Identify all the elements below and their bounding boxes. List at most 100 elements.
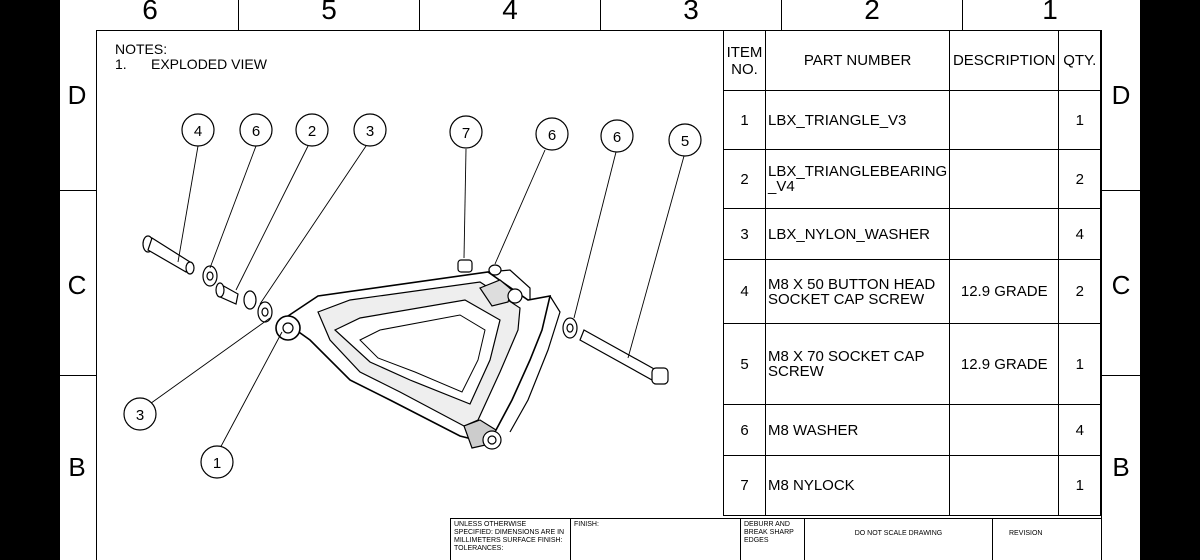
bom-cell-qty: 2 <box>1058 259 1102 324</box>
notes-heading: NOTES: <box>115 41 168 57</box>
bom-header-qty: QTY. <box>1058 30 1102 91</box>
bom-cell-item: 7 <box>723 455 766 516</box>
zone-column-label: 4 <box>502 0 518 25</box>
bom-cell-part-number: LBX_TRIANGLEBEARING _V4 <box>764 149 951 209</box>
bom-row: 4 M8 X 50 BUTTON HEAD SOCKET CAP SCREW 1… <box>723 259 1102 324</box>
bom-cell-part-number: M8 X 50 BUTTON HEAD SOCKET CAP SCREW <box>764 259 951 324</box>
svg-text:6: 6 <box>252 123 260 140</box>
zone-row-label-right: D <box>1111 80 1131 110</box>
balloon: 5 <box>668 123 702 157</box>
bom-cell-qty: 1 <box>1058 323 1102 405</box>
balloon: 3 <box>353 113 387 147</box>
note-number: 1. <box>115 56 127 72</box>
zone-column-label: 5 <box>321 0 337 25</box>
zone-column-label: 6 <box>142 0 158 25</box>
bom-cell-item: 6 <box>723 404 766 456</box>
zone-tick <box>781 0 782 30</box>
note-item: 1. EXPLODED VIEW <box>115 57 267 72</box>
zone-tick <box>238 0 239 30</box>
bom-cell-qty: 1 <box>1058 455 1102 516</box>
exploded-view-drawing: 4 6 2 3 7 6 6 5 3 1 <box>123 113 702 479</box>
bom-cell-part-number: M8 WASHER <box>764 404 951 456</box>
bom-cell-description: 12.9 GRADE <box>949 323 1060 405</box>
leader-lines <box>146 145 685 453</box>
balloon: 6 <box>239 113 273 147</box>
svg-text:3: 3 <box>366 123 374 140</box>
nylon-washer-3-illustration <box>243 290 257 310</box>
zone-row-label-right: B <box>1112 452 1130 482</box>
triangle-part-illustration <box>275 269 561 449</box>
bom-cell-item: 3 <box>723 208 766 260</box>
balloon: 2 <box>295 113 329 147</box>
zone-row-label-left: C <box>67 270 87 300</box>
zone-tick <box>60 190 96 191</box>
balloon: 1 <box>200 445 234 479</box>
bom-cell-qty: 4 <box>1058 208 1102 260</box>
balloon: 6 <box>600 119 634 153</box>
bom-cell-item: 4 <box>723 259 766 324</box>
bom-cell-description: 12.9 GRADE <box>949 259 1060 324</box>
nylock-7-illustration <box>457 259 473 273</box>
title-block: UNLESS OTHERWISE SPECIFIED: DIMENSIONS A… <box>450 518 1102 560</box>
bom-cell-qty: 1 <box>1058 90 1102 150</box>
zone-column-label: 3 <box>683 0 699 25</box>
svg-text:1: 1 <box>213 455 221 472</box>
screw-5-illustration <box>579 329 669 385</box>
title-block-revision: REVISION <box>992 518 1102 560</box>
balloon: 7 <box>449 115 483 149</box>
bom-cell-part-number: M8 X 70 SOCKET CAP SCREW <box>764 323 951 405</box>
bom-row: 5 M8 X 70 SOCKET CAP SCREW 12.9 GRADE 1 <box>723 323 1102 405</box>
svg-text:4: 4 <box>194 123 202 140</box>
svg-text:6: 6 <box>548 127 556 144</box>
note-text: EXPLODED VIEW <box>151 56 267 72</box>
bom-cell-qty: 4 <box>1058 404 1102 456</box>
drawing-border <box>96 30 1102 560</box>
title-block-tolerance-note: UNLESS OTHERWISE SPECIFIED: DIMENSIONS A… <box>450 518 570 560</box>
balloon: 4 <box>181 113 215 147</box>
bom-cell-description <box>949 149 1060 209</box>
balloon: 3 <box>123 397 157 431</box>
zone-tick <box>419 0 420 30</box>
title-block-finish: FINISH: <box>570 518 740 560</box>
bom-cell-description <box>949 90 1060 150</box>
svg-text:5: 5 <box>681 133 689 150</box>
zone-tick <box>1102 375 1140 376</box>
title-block-do-not-scale: DO NOT SCALE DRAWING <box>804 518 992 560</box>
bom-cell-part-number: M8 NYLOCK <box>764 455 951 516</box>
zone-row-label-right: C <box>1111 270 1131 300</box>
bom-row: 1 LBX_TRIANGLE_V3 1 <box>723 90 1102 150</box>
bom-cell-item: 2 <box>723 149 766 209</box>
zone-row-label-left: B <box>68 452 86 482</box>
bom-row: 7 M8 NYLOCK 1 <box>723 455 1102 516</box>
washer-6-top-illustration <box>488 264 502 276</box>
svg-text:7: 7 <box>462 125 470 142</box>
bom-header-description: DESCRIPTION <box>949 30 1060 91</box>
bom-header-row: ITEM NO. PART NUMBER DESCRIPTION QTY. <box>723 30 1102 91</box>
svg-text:3: 3 <box>136 407 144 424</box>
bom-cell-part-number: LBX_NYLON_WASHER <box>764 208 951 260</box>
bom-cell-part-number: LBX_TRIANGLE_V3 <box>764 90 951 150</box>
zone-tick <box>60 375 96 376</box>
zone-column-label: 2 <box>864 0 880 25</box>
bom-row: 2 LBX_TRIANGLEBEARING _V4 2 <box>723 149 1102 209</box>
bom-header-item: ITEM NO. <box>723 30 766 91</box>
bom-cell-description <box>949 404 1060 456</box>
zone-tick <box>962 0 963 30</box>
zone-tick <box>600 0 601 30</box>
zone-column-label: 1 <box>1042 0 1058 25</box>
bom-cell-description <box>949 208 1060 260</box>
bom-cell-item: 5 <box>723 323 766 405</box>
title-block-deburr: DEBURR AND BREAK SHARP EDGES <box>740 518 804 560</box>
svg-text:2: 2 <box>308 123 316 140</box>
notes-block: NOTES: 1. EXPLODED VIEW <box>115 42 267 72</box>
bom-cell-item: 1 <box>723 90 766 150</box>
bom-header-part-number: PART NUMBER <box>764 30 951 91</box>
bom-row: 3 LBX_NYLON_WASHER 4 <box>723 208 1102 260</box>
bom-row: 6 M8 WASHER 4 <box>723 404 1102 456</box>
bom-cell-qty: 2 <box>1058 149 1102 209</box>
drawing-sheet: 6 5 4 3 2 1 D C B D C B NOTES: 1.EXPLODE… <box>60 0 1140 560</box>
screw-4-illustration <box>142 235 195 275</box>
svg-text:6: 6 <box>613 129 621 146</box>
bill-of-materials-table: ITEM NO. PART NUMBER DESCRIPTION QTY. 1 … <box>723 30 1102 516</box>
bom-cell-description <box>949 455 1060 516</box>
